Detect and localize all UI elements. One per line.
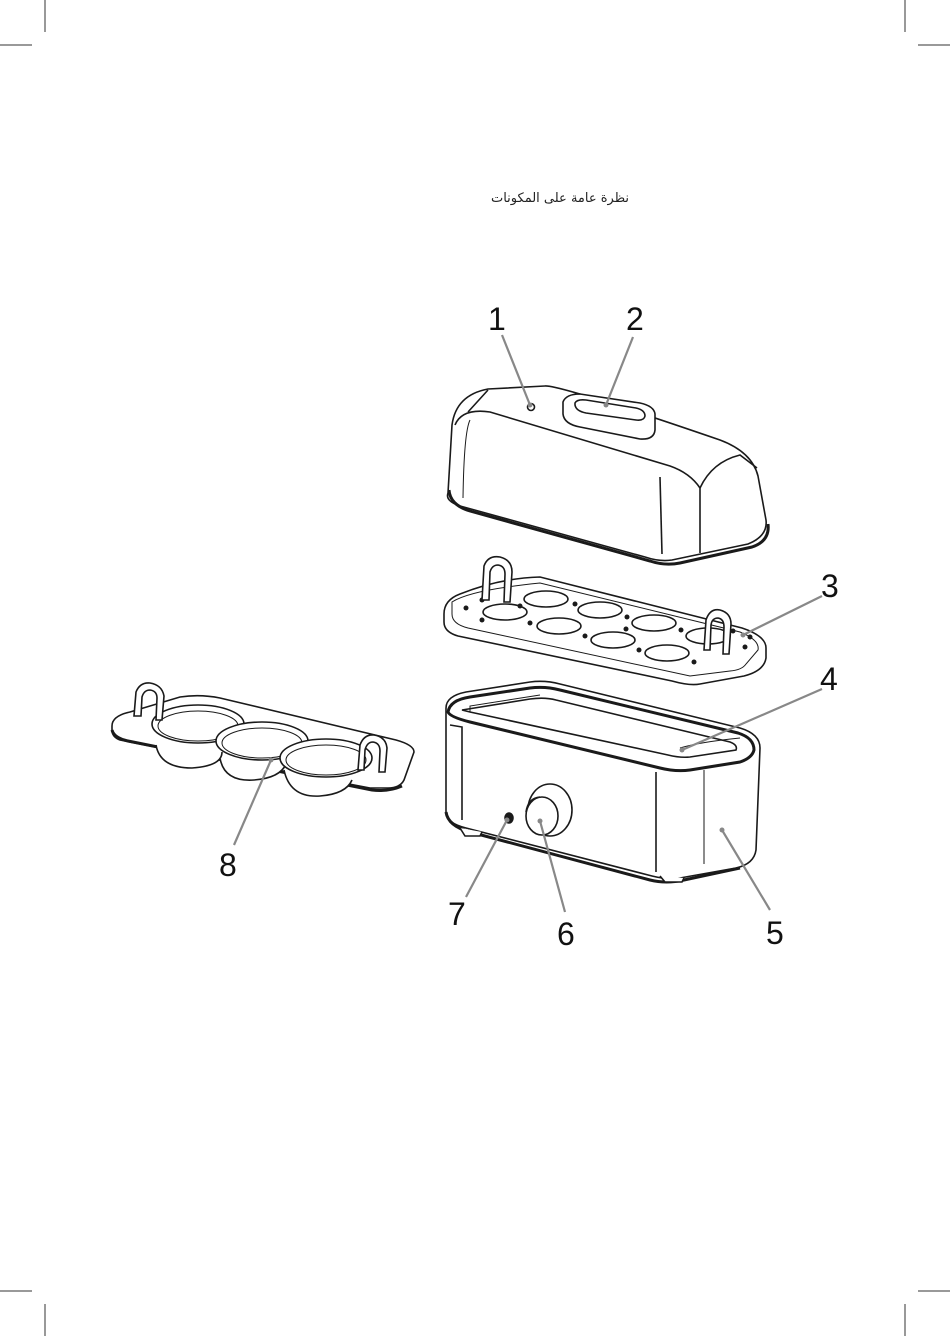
callout-8: 8: [219, 847, 237, 883]
callout-6: 6: [557, 916, 575, 952]
lid: [448, 386, 769, 564]
leader-line-2: [606, 337, 633, 405]
base-unit: [446, 681, 760, 882]
callout-5: 5: [766, 915, 784, 951]
leader-line-3: [743, 596, 822, 635]
callout-3: 3: [821, 568, 839, 604]
callout-2: 2: [626, 301, 644, 337]
callout-4: 4: [820, 661, 838, 697]
callout-7: 7: [448, 896, 466, 932]
callout-1: 1: [488, 301, 506, 337]
egg-tray: [444, 557, 766, 685]
